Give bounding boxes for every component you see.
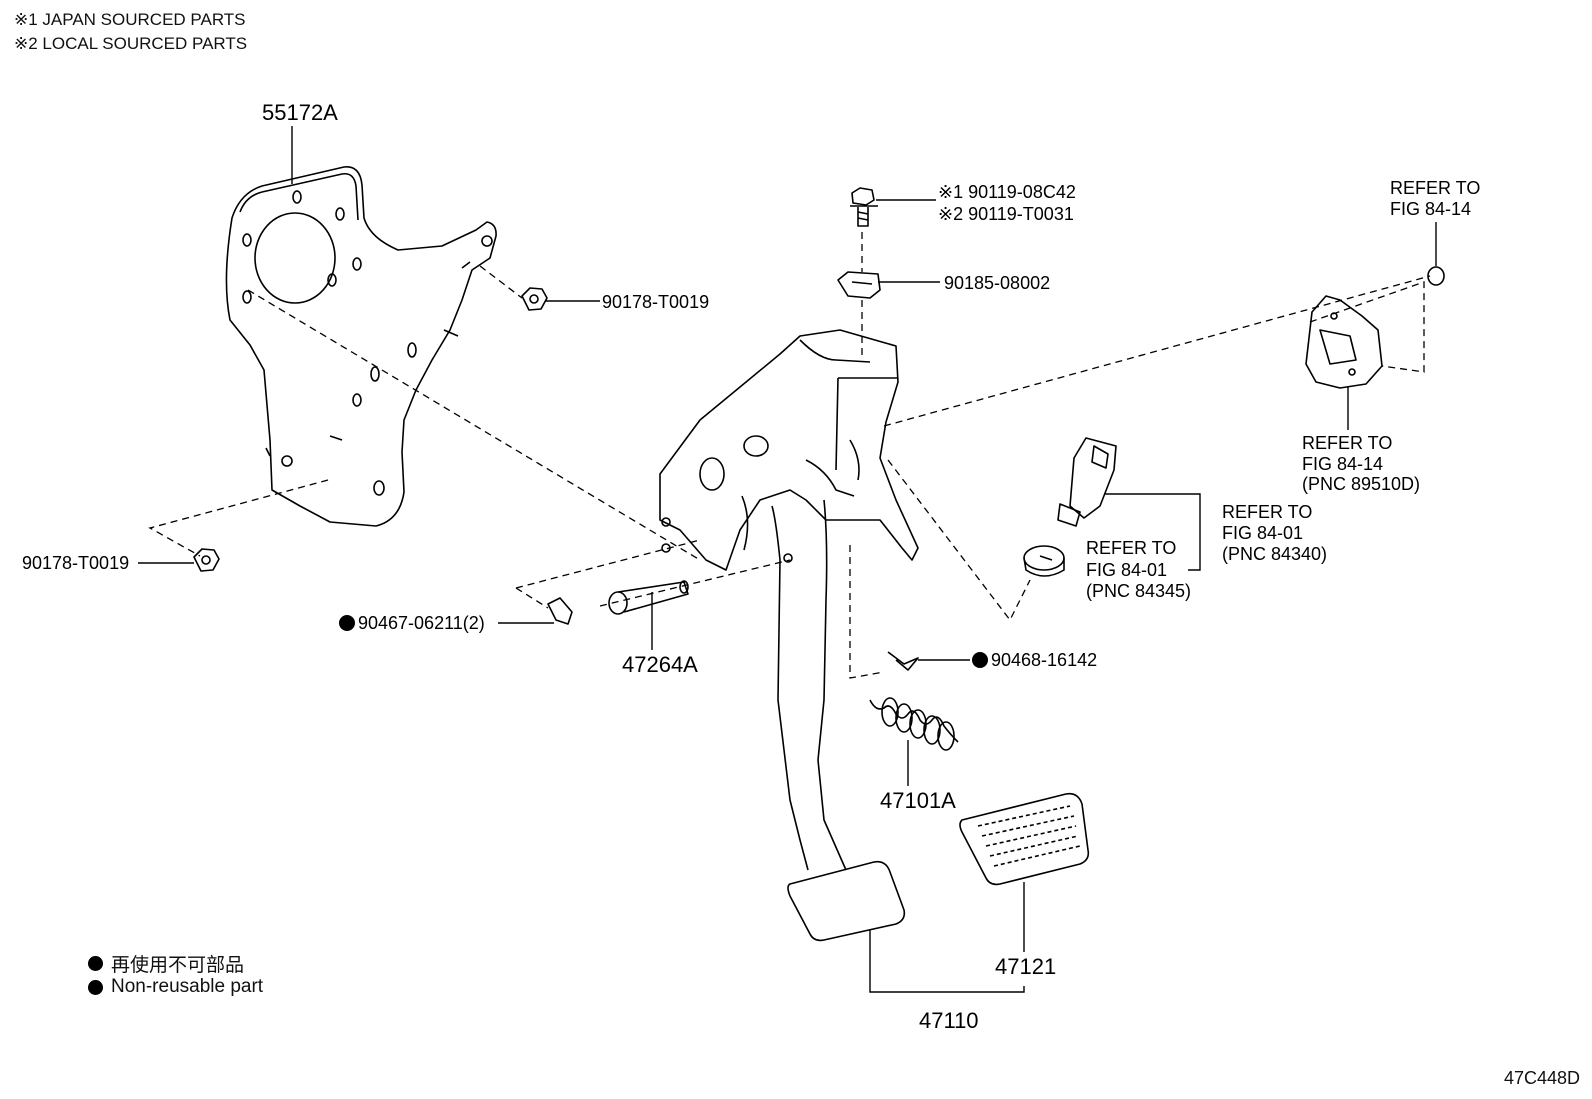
refer-sensor-top[interactable]: REFER TO FIG 84-14	[1390, 178, 1480, 219]
grommet-drawing[interactable]	[1427, 266, 1445, 286]
ref-line: FIG 84-14	[1302, 454, 1383, 474]
non-reusable-marker-90467	[339, 615, 355, 631]
label-47264a: 47264A	[622, 652, 698, 677]
bushing-90467-drawing[interactable]	[547, 597, 573, 625]
ref-line: (PNC 84345)	[1086, 581, 1191, 601]
leader-lines	[138, 126, 1437, 993]
label-90178-left: 90178-T0019	[22, 553, 129, 573]
note-local-sourced: ※2 LOCAL SOURCED PARTS	[14, 34, 248, 53]
label-47110: 47110	[919, 1008, 979, 1033]
ref-line: REFER TO	[1222, 502, 1312, 522]
legend-jp-text: 再使用不可部品	[111, 955, 245, 976]
label-90468: 90468-16142	[991, 650, 1097, 670]
pin-47264a-drawing[interactable]	[608, 580, 689, 615]
bullet-icon	[88, 979, 103, 995]
ref-line: REFER TO	[1390, 178, 1480, 198]
legend-en: Non-reusable part	[88, 976, 263, 998]
ref-line: REFER TO	[1086, 538, 1176, 558]
stop-lamp-switch-drawing[interactable]	[1057, 437, 1117, 527]
nut-90178-left-drawing[interactable]	[193, 548, 220, 572]
ref-line: (PNC 89510D)	[1302, 474, 1420, 494]
relation-lines	[148, 232, 1431, 679]
bracket-55172a-drawing[interactable]	[225, 166, 497, 527]
label-55172a: 55172A	[262, 100, 338, 125]
label-47101a: 47101A	[880, 788, 956, 813]
bolt-90119-drawing[interactable]	[850, 187, 878, 227]
label-90185: 90185-08002	[944, 273, 1050, 293]
bullet-icon	[88, 956, 103, 971]
ref-line: (PNC 84340)	[1222, 544, 1327, 564]
refer-switch[interactable]: REFER TO FIG 84-01 (PNC 84340)	[1222, 502, 1327, 564]
non-reusable-marker-90468	[972, 652, 988, 668]
refer-sensor-bottom[interactable]: REFER TO FIG 84-14 (PNC 89510D)	[1302, 433, 1420, 494]
label-bolt-2: ※2 90119-T0031	[938, 204, 1074, 224]
pedal-arm-drawing[interactable]	[771, 499, 847, 871]
refer-cushion[interactable]: REFER TO FIG 84-01 (PNC 84345)	[1086, 538, 1191, 601]
cushion-drawing[interactable]	[1023, 545, 1065, 577]
figure-code: 47C448D	[1503, 1068, 1580, 1088]
spring-47101a-drawing[interactable]	[869, 697, 959, 751]
clip-90468-drawing[interactable]	[887, 651, 919, 671]
legend-en-text: Non-reusable part	[111, 976, 264, 997]
pedal-pad-47110-drawing[interactable]	[787, 860, 906, 942]
ref-line: REFER TO	[1302, 433, 1392, 453]
ref-line: FIG 84-14	[1390, 199, 1471, 219]
pedal-pad-47121-drawing[interactable]	[959, 792, 1090, 886]
ref-line: FIG 84-01	[1222, 523, 1303, 543]
label-90178-top: 90178-T0019	[602, 292, 709, 312]
legend-jp: 再使用不可部品	[88, 950, 244, 977]
nut-clip-90185-drawing[interactable]	[837, 271, 881, 299]
nut-90178-top-drawing[interactable]	[521, 287, 548, 311]
note-japan-sourced: ※1 JAPAN SOURCED PARTS	[14, 10, 246, 29]
label-47121: 47121	[995, 954, 1056, 979]
label-90467: 90467-06211(2)	[358, 613, 485, 633]
label-bolt-1: ※1 90119-08C42	[938, 182, 1076, 202]
ref-line: FIG 84-01	[1086, 560, 1167, 580]
pedal-support-drawing[interactable]	[659, 329, 919, 571]
